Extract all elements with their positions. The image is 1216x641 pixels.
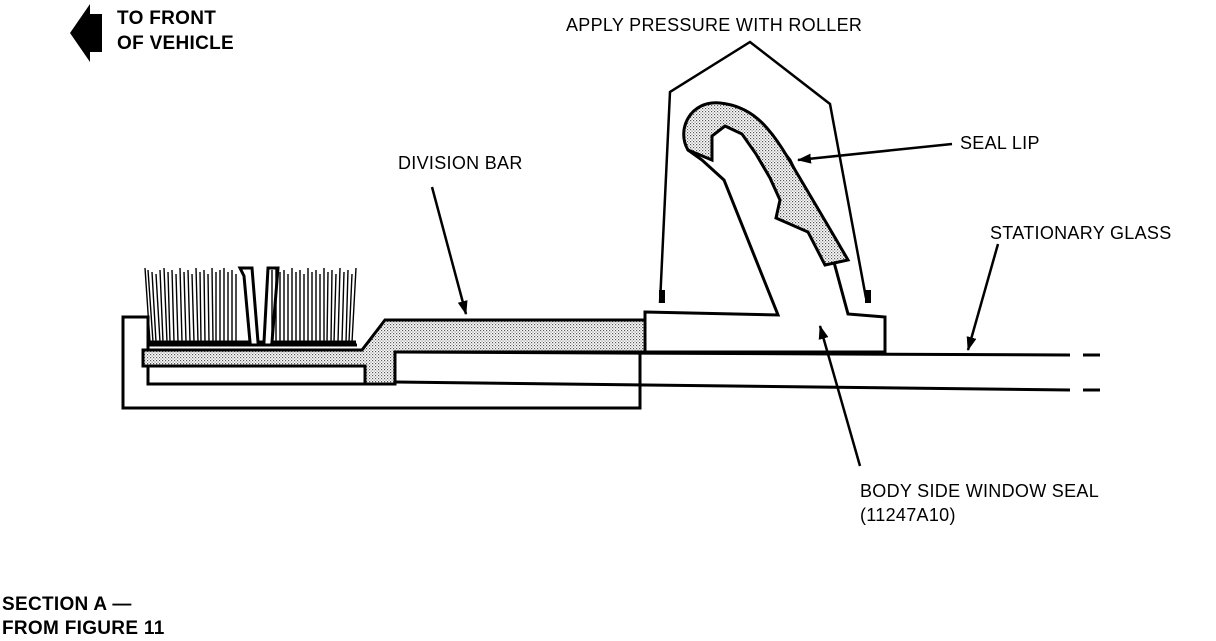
- front-direction-arrow-icon: [70, 4, 102, 62]
- section-label-line2: FROM FIGURE 11: [2, 618, 165, 639]
- division-bar-leader-arrow: [430, 186, 468, 315]
- brush-holder: [148, 266, 356, 344]
- body-seal-leader-arrow: [818, 325, 862, 467]
- body-side-seal-label-line1: BODY SIDE WINDOW SEAL: [860, 481, 1100, 501]
- seal-lip-leader-arrow: [797, 142, 953, 164]
- stationary-glass-label: STATIONARY GLASS: [990, 223, 1172, 243]
- seal-lip-label: SEAL LIP: [960, 133, 1040, 153]
- apply-pressure-label: APPLY PRESSURE WITH ROLLER: [566, 15, 863, 35]
- stationary-glass-leader-arrow: [966, 243, 1000, 351]
- section-label-line1: SECTION A —: [2, 594, 132, 615]
- glass-break-marks: [1083, 353, 1100, 392]
- direction-label-line2: OF VEHICLE: [117, 33, 235, 54]
- apply-pressure-bracket: [658, 40, 868, 304]
- body-side-seal-label-line2: (11247A10): [860, 505, 956, 525]
- direction-label-line1: TO FRONT: [117, 8, 217, 29]
- seal-lip: [682, 101, 851, 267]
- division-bar-label: DIVISION BAR: [398, 153, 523, 173]
- weatherstrip-brush: [144, 267, 357, 343]
